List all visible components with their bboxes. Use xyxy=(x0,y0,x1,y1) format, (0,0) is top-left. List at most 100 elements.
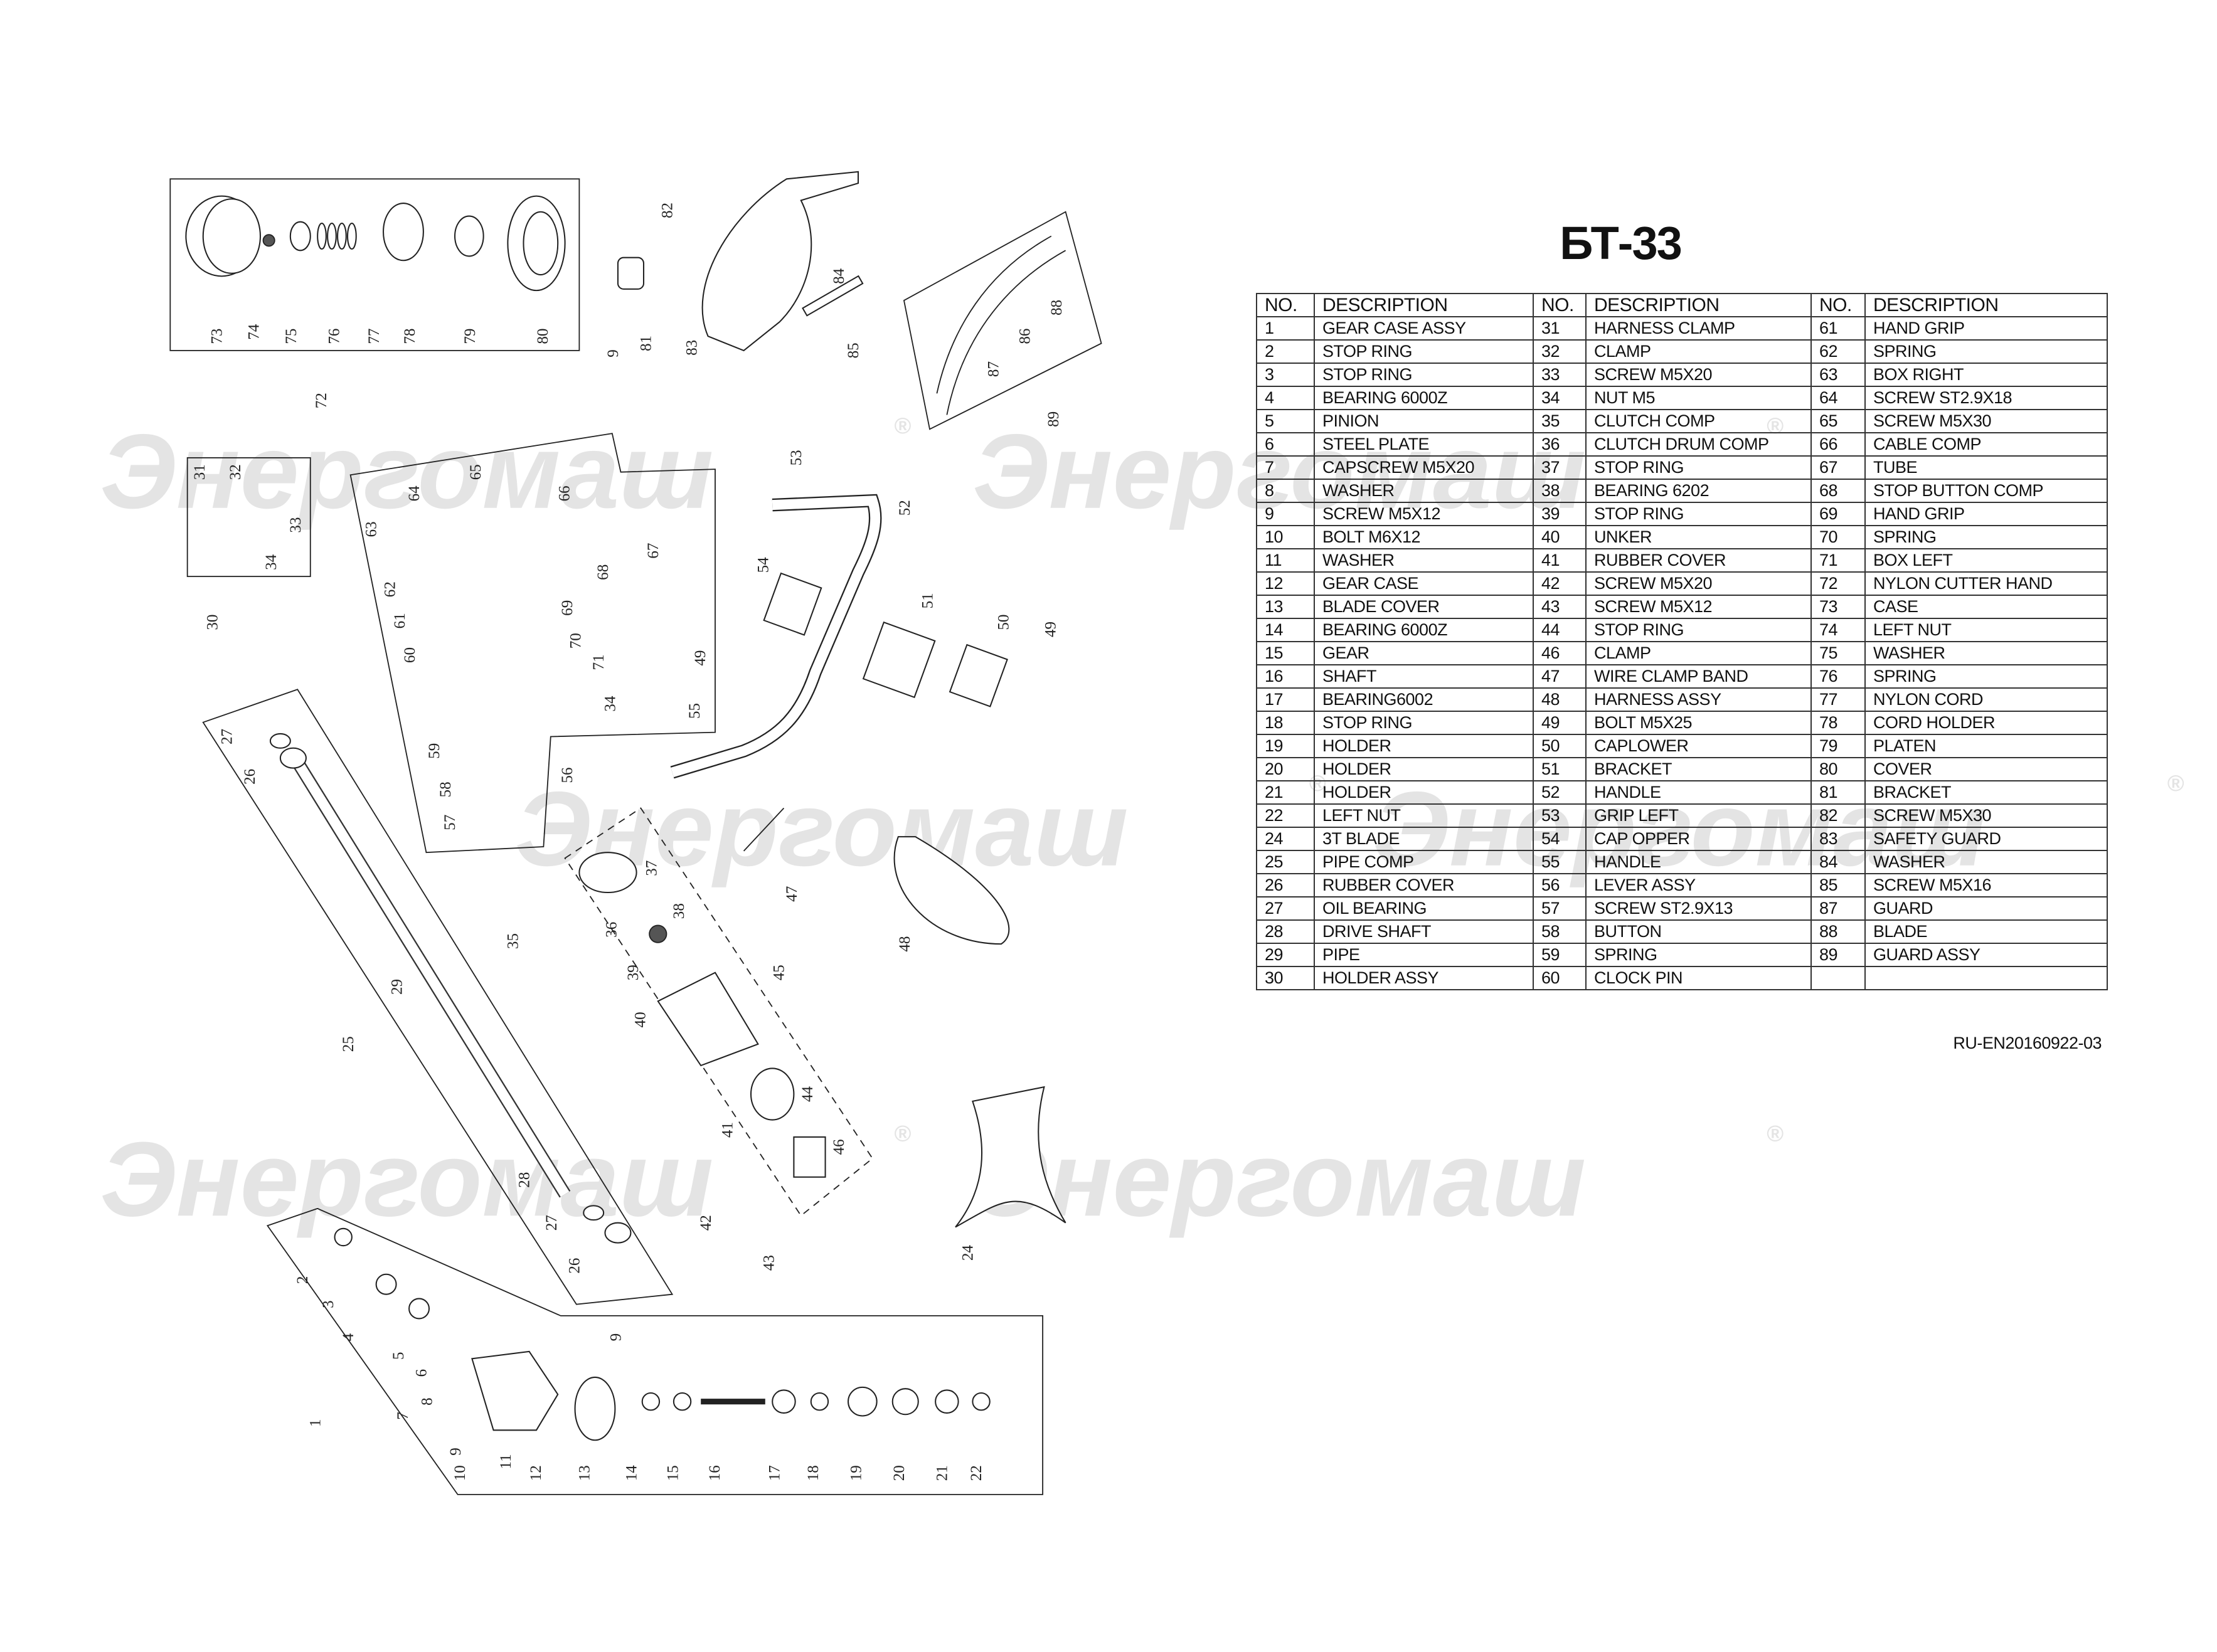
part-no: 13 xyxy=(1256,595,1315,619)
part-description: SCREW M5X20 xyxy=(1585,363,1812,387)
part-callout: 61 xyxy=(391,613,408,628)
part-no: 83 xyxy=(1810,827,1866,851)
part-description: GEAR CASE xyxy=(1314,571,1534,596)
pipe-parts xyxy=(269,733,632,1244)
part-callout: 52 xyxy=(896,500,913,516)
part-callout: 41 xyxy=(719,1122,736,1138)
part-no: 24 xyxy=(1256,827,1315,851)
part-description: BEARING6002 xyxy=(1314,687,1534,712)
part-callout: 50 xyxy=(995,615,1012,630)
model-title: БТ-33 xyxy=(1560,217,1683,269)
part-description: WASHER xyxy=(1864,850,2108,874)
part-no: 17 xyxy=(1256,687,1315,712)
part-callout: 73 xyxy=(208,329,225,344)
part-no: 65 xyxy=(1810,409,1866,433)
part-no: 79 xyxy=(1810,734,1866,758)
part-callout: 62 xyxy=(381,581,398,597)
part-description: NYLON CORD xyxy=(1864,687,2108,712)
part-callout: 78 xyxy=(401,329,418,344)
part-description: SCREW M5X12 xyxy=(1585,595,1812,619)
part-description: 3T BLADE xyxy=(1314,827,1534,851)
part-description: HANDLE xyxy=(1585,780,1812,805)
part-callout: 47 xyxy=(784,886,800,902)
part-no: 75 xyxy=(1810,641,1866,665)
part-callout: 10 xyxy=(452,1465,469,1481)
part-callout: 46 xyxy=(831,1139,848,1155)
part-description: CORD HOLDER xyxy=(1864,711,2108,735)
header-description-1: DESCRIPTION xyxy=(1314,293,1534,317)
part-no: 68 xyxy=(1810,479,1866,503)
part-no: 7 xyxy=(1256,455,1315,480)
part-callout: 11 xyxy=(497,1454,514,1469)
part-description: HANDLE xyxy=(1585,850,1812,874)
part-callout: 27 xyxy=(543,1215,560,1231)
part-description: SCREW M5X12 xyxy=(1314,502,1534,526)
part-no: 9 xyxy=(1256,502,1315,526)
part-no: 59 xyxy=(1533,943,1587,967)
part-description: SCREW ST2.9X18 xyxy=(1864,386,2108,410)
part-no: 8 xyxy=(1256,479,1315,503)
part-callout: 59 xyxy=(426,743,443,759)
part-no: 82 xyxy=(1810,803,1866,828)
part-description: OIL BEARING xyxy=(1314,896,1534,921)
part-no: 37 xyxy=(1533,455,1587,480)
part-callout: 15 xyxy=(665,1465,682,1481)
part-description: CABLE COMP xyxy=(1864,432,2108,457)
part-description: SCREW M5X16 xyxy=(1864,873,2108,897)
parts-list-table: NO. DESCRIPTION NO. DESCRIPTION NO. DESC… xyxy=(1256,293,2108,990)
part-callout: 66 xyxy=(556,485,573,501)
gear-case-parts xyxy=(334,1227,991,1441)
header-description-3: DESCRIPTION xyxy=(1864,293,2108,317)
part-callout: 72 xyxy=(313,393,330,408)
part-description: STOP RING xyxy=(1314,711,1534,735)
part-description: HOLDER xyxy=(1314,780,1534,805)
header-no-1: NO. xyxy=(1256,293,1315,317)
handle-parts xyxy=(670,494,1010,945)
part-no: 46 xyxy=(1533,641,1587,665)
part-callout: 65 xyxy=(467,464,484,480)
part-callout: 43 xyxy=(760,1255,777,1271)
part-no: 74 xyxy=(1810,618,1866,642)
part-description: GEAR xyxy=(1314,641,1534,665)
part-description: SHAFT xyxy=(1314,664,1534,689)
part-description: NUT M5 xyxy=(1585,386,1812,410)
part-description: PLATEN xyxy=(1864,734,2108,758)
header-description-2: DESCRIPTION xyxy=(1585,293,1812,317)
part-description: BLADE xyxy=(1864,919,2108,944)
watermark-logo: Энергомаш xyxy=(100,1120,714,1238)
part-description: SAFETY GUARD xyxy=(1864,827,2108,851)
part-no: 16 xyxy=(1256,664,1315,689)
part-callout: 42 xyxy=(698,1215,715,1231)
box-guard-assy xyxy=(903,211,1102,430)
watermark-logo: Энергомаш xyxy=(100,412,714,531)
part-callout: 9 xyxy=(447,1448,464,1456)
registered-mark: ® xyxy=(1767,1121,1784,1146)
part-no: 18 xyxy=(1256,711,1315,735)
part-description: WASHER xyxy=(1864,641,2108,665)
part-callout: 33 xyxy=(287,517,304,533)
part-callout: 28 xyxy=(516,1172,533,1188)
part-no: 5 xyxy=(1256,409,1315,433)
part-callout: 26 xyxy=(242,769,258,785)
part-no: 53 xyxy=(1533,803,1587,828)
part-callout: 86 xyxy=(1017,329,1034,344)
part-description: BUTTON xyxy=(1585,919,1812,944)
part-callout: 64 xyxy=(406,485,423,502)
part-no: 49 xyxy=(1533,711,1587,735)
part-no: 1 xyxy=(1256,316,1315,341)
part-no: 15 xyxy=(1256,641,1315,665)
part-description: SPRING xyxy=(1864,664,2108,689)
part-description: COVER xyxy=(1864,757,2108,781)
part-callout: 32 xyxy=(227,464,244,480)
